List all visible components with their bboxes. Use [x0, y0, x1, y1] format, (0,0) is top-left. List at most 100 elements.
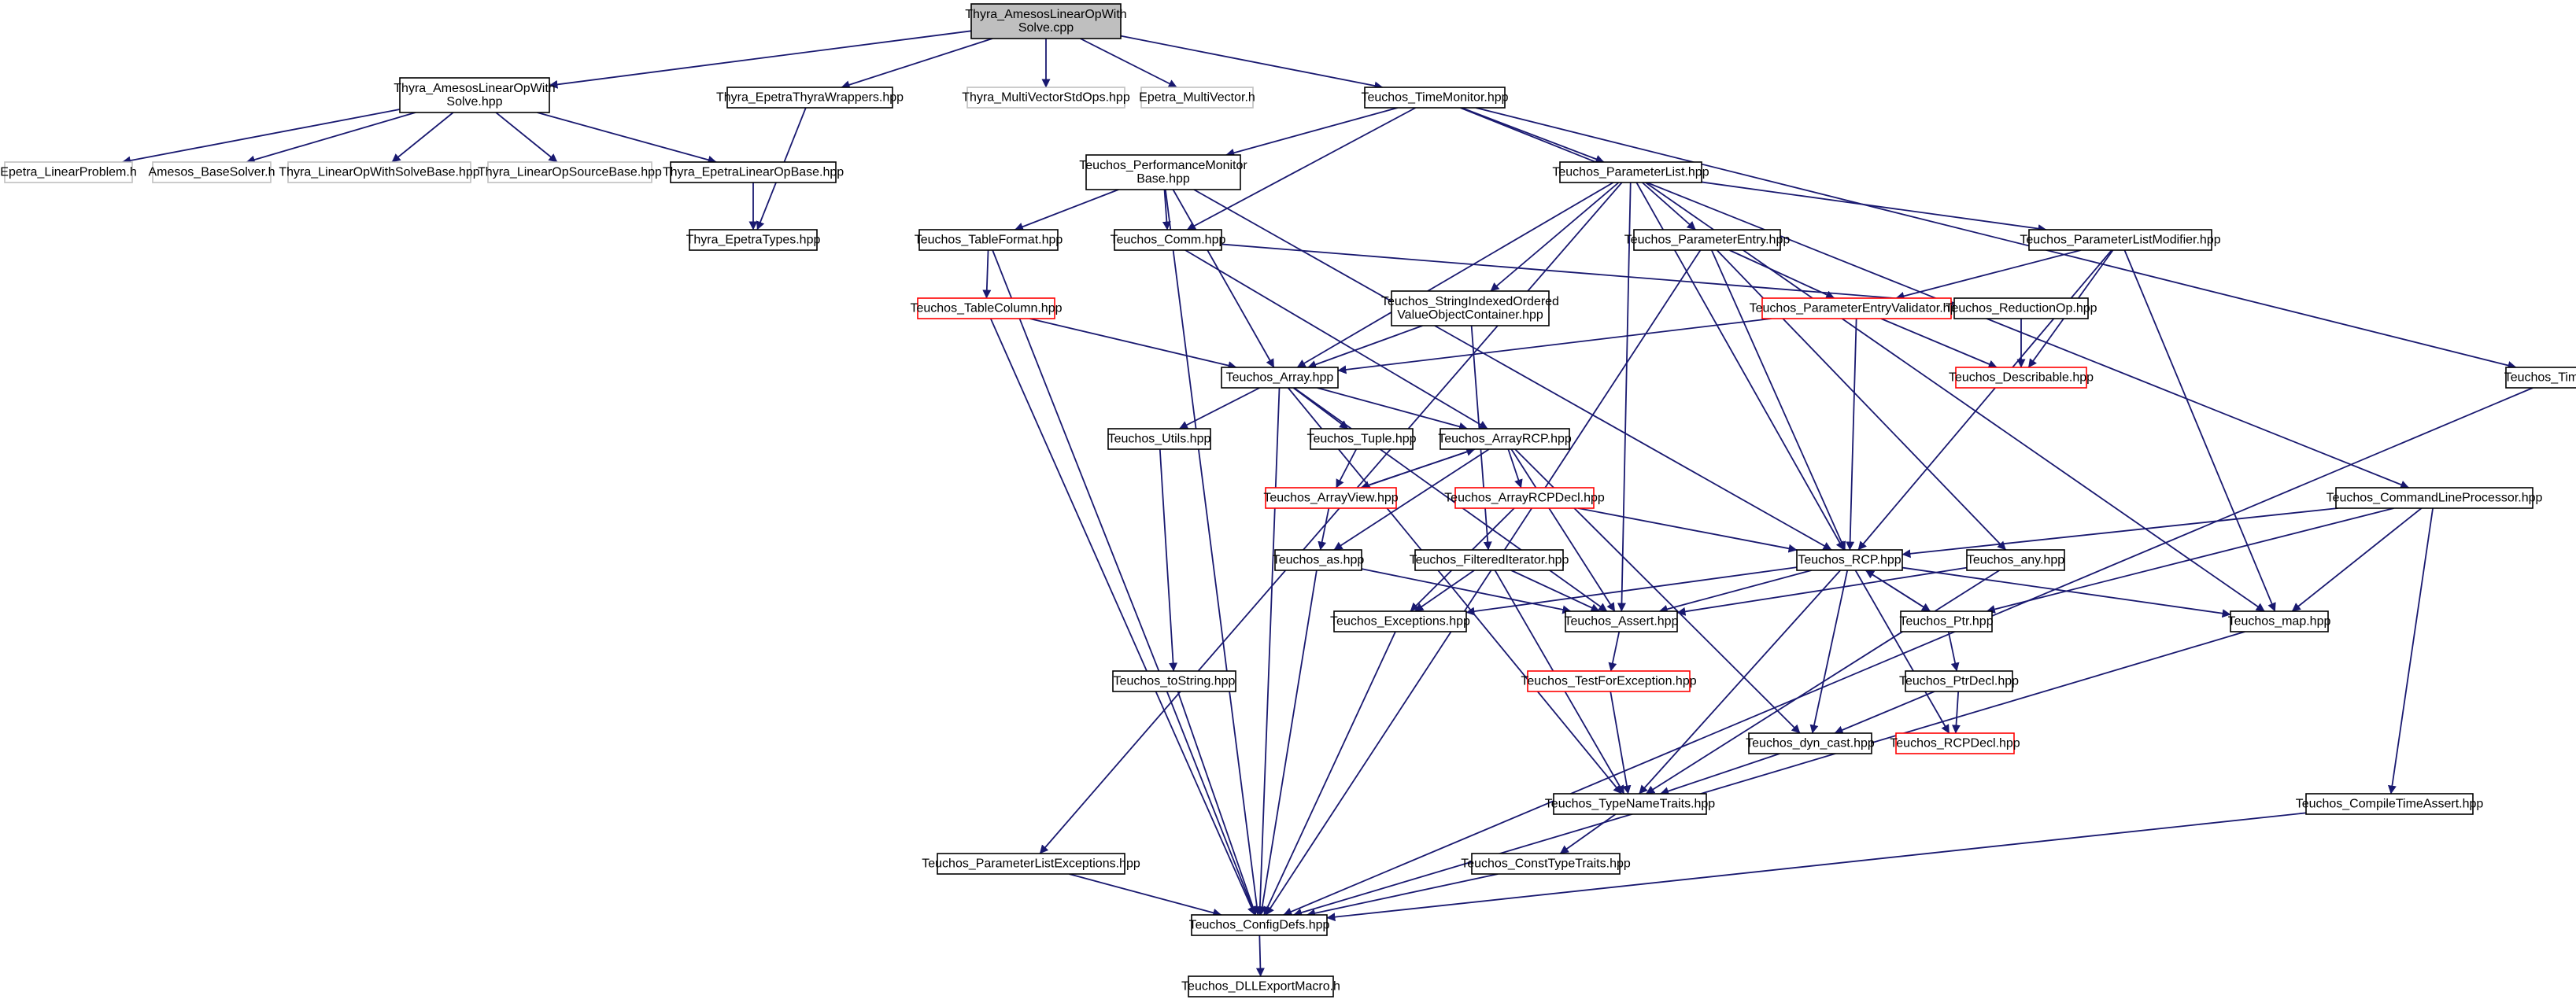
node-label: Teuchos_toString.hpp: [1114, 675, 1236, 688]
node-box: [2505, 367, 2576, 389]
edge-teuchos-parameter-list-to-teuchos-array: [1296, 182, 1614, 368]
node-label: Teuchos_Utils.hpp: [1108, 433, 1211, 446]
edge-teuchos-comm-to-teuchos-reduction-op: [1221, 243, 1955, 307]
node-teuchos-utils[interactable]: Teuchos_Utils.hpp: [1107, 428, 1211, 450]
node-teuchos-array-rcp[interactable]: Teuchos_ArrayRCP.hpp: [1438, 428, 1572, 450]
node-label: Teuchos_Time.hpp: [2504, 371, 2576, 385]
node-label: Teuchos_TableColumn.hpp: [910, 302, 1062, 315]
node-teuchos-param-entry-validator[interactable]: Teuchos_ParameterEntryValidator.hpp: [1750, 297, 1964, 319]
edge-teuchos-perf-monitor-to-teuchos-comm: [1162, 189, 1171, 230]
node-teuchos-parameter-list-exceptions[interactable]: Teuchos_ParameterListExceptions.hpp: [922, 853, 1140, 875]
edge-teuchos-parameter-list-to-teuchos-parameter-list-modifier: [1701, 181, 2047, 234]
node-label: Teuchos_RCPDecl.hpp: [1890, 737, 2020, 750]
node-box: [1895, 732, 2015, 754]
node-box: [2028, 229, 2212, 251]
node-label: Thyra_EpetraLinearOpBase.hpp: [663, 166, 844, 179]
node-label: Teuchos_ArrayRCP.hpp: [1438, 433, 1572, 446]
node-teuchos-rcp[interactable]: Teuchos_RCP.hpp: [1796, 549, 1903, 571]
node-teuchos-as[interactable]: Teuchos_as.hpp: [1273, 549, 1365, 571]
node-teuchos-any[interactable]: Teuchos_any.hpp: [1966, 549, 2065, 571]
node-teuchos-type-name-traits[interactable]: Teuchos_TypeNameTraits.hpp: [1545, 793, 1716, 815]
node-box: [4, 161, 133, 183]
node-teuchos-parameter-list-modifier[interactable]: Teuchos_ParameterListModifier.hpp: [2020, 229, 2221, 251]
node-teuchos-command-line-processor[interactable]: Teuchos_CommandLineProcessor.hpp: [2327, 487, 2543, 509]
node-teuchos-describable[interactable]: Teuchos_Describable.hpp: [1949, 367, 2094, 389]
node-thyra-multi-vector-std-ops[interactable]: Thyra_MultiVectorStdOps.hpp: [962, 87, 1130, 109]
node-label: Teuchos_dyn_cast.hpp: [1746, 737, 1875, 750]
node-teuchos-table-format[interactable]: Teuchos_TableFormat.hpp: [915, 229, 1063, 251]
node-teuchos-parameter-entry[interactable]: Teuchos_ParameterEntry.hpp: [1624, 229, 1791, 251]
node-teuchos-ptr-decl[interactable]: Teuchos_PtrDecl.hpp: [1899, 670, 2019, 692]
edge-teuchos-array-to-teuchos-assert: [1293, 387, 1608, 612]
edge-teuchos-parameter-list-to-teuchos-map: [1645, 182, 2265, 612]
node-box: [1454, 487, 1595, 509]
node-teuchos-rcpdecl[interactable]: Teuchos_RCPDecl.hpp: [1890, 732, 2020, 754]
node-teuchos-dyn-cast[interactable]: Teuchos_dyn_cast.hpp: [1746, 732, 1875, 754]
node-teuchos-tuple[interactable]: Teuchos_Tuple.hpp: [1306, 428, 1417, 450]
node-label: Teuchos_ParameterList.hpp: [1552, 166, 1709, 179]
node-label: Teuchos_map.hpp: [2228, 615, 2331, 629]
node-box: [1440, 428, 1570, 450]
node-teuchos-to-string[interactable]: Teuchos_toString.hpp: [1112, 670, 1236, 692]
node-label: Teuchos_TestForException.hpp: [1521, 675, 1696, 688]
node-teuchos-filtered-iterator[interactable]: Teuchos_FilteredIterator.hpp: [1410, 549, 1569, 571]
node-thyra-linear-op-source-base[interactable]: Thyra_LinearOpSourceBase.hpp: [478, 161, 662, 183]
node-box: [1114, 229, 1222, 251]
node-box: [399, 77, 550, 113]
node-teuchos-string-indexed[interactable]: Teuchos_StringIndexedOrderedValueObjectC…: [1381, 290, 1559, 326]
edge-teuchos-rcp-to-teuchos-exceptions: [1465, 566, 1798, 616]
node-teuchos-time[interactable]: Teuchos_Time.hpp: [2504, 367, 2576, 389]
node-teuchos-map[interactable]: Teuchos_map.hpp: [2228, 610, 2331, 632]
node-thyra-linear-op-with-solve-base[interactable]: Thyra_LinearOpWithSolveBase.hpp: [279, 161, 480, 183]
node-teuchos-array-view[interactable]: Teuchos_ArrayView.hpp: [1263, 487, 1399, 509]
node-box: [918, 229, 1059, 251]
node-teuchos-config-defs[interactable]: Teuchos_ConfigDefs.hpp: [1189, 914, 1330, 936]
node-box: [1188, 975, 1334, 997]
node-thyra-epetra-types[interactable]: Thyra_EpetraTypes.hpp: [686, 229, 821, 251]
node-teuchos-assert[interactable]: Teuchos_Assert.hpp: [1565, 610, 1679, 632]
node-teuchos-table-column[interactable]: Teuchos_TableColumn.hpp: [910, 297, 1063, 319]
node-teuchos-exceptions[interactable]: Teuchos_Exceptions.hpp: [1330, 610, 1470, 632]
node-teuchos-comm[interactable]: Teuchos_Comm.hpp: [1111, 229, 1226, 251]
node-box: [1333, 610, 1467, 632]
node-label: Teuchos_FilteredIterator.hpp: [1410, 554, 1569, 567]
node-amesos-base-solver[interactable]: Amesos_BaseSolver.h: [149, 161, 275, 183]
edge-teuchos-filtered-iterator-to-teuchos-assert: [1510, 570, 1600, 612]
edge-teuchos-time-monitor-to-teuchos-time: [1475, 107, 2517, 370]
node-thyra-epetra-thyra-wrappers[interactable]: Thyra_EpetraThyraWrappers.hpp: [716, 87, 904, 109]
node-teuchos-test-for-exception[interactable]: Teuchos_TestForException.hpp: [1521, 670, 1697, 692]
node-epetra-multi-vector[interactable]: Epetra_MultiVector.h: [1139, 87, 1255, 109]
node-label: Thyra_AmesosLinearOpWith: [394, 82, 555, 95]
node-teuchos-reduction-op[interactable]: Teuchos_ReductionOp.hpp: [1945, 297, 2097, 319]
node-teuchos-array-rcpdecl[interactable]: Teuchos_ArrayRCPDecl.hpp: [1444, 487, 1605, 509]
node-box: [1191, 914, 1328, 936]
node-label: Teuchos_PtrDecl.hpp: [1899, 675, 2019, 688]
edge-teuchos-time-monitor-to-teuchos-comm: [1186, 107, 1417, 230]
node-teuchos-compile-time-assert[interactable]: Teuchos_CompileTimeAssert.hpp: [2296, 793, 2484, 815]
node-label: Teuchos_ConfigDefs.hpp: [1189, 919, 1330, 932]
node-box: [1107, 428, 1211, 450]
node-box: [487, 161, 652, 183]
node-label: Epetra_LinearProblem.h: [0, 166, 136, 179]
edge-root-to-thyra-epetra-thyra-wrappers: [841, 38, 993, 90]
node-label: Thyra_MultiVectorStdOps.hpp: [962, 91, 1130, 105]
node-label: Teuchos_Assert.hpp: [1565, 615, 1679, 629]
node-teuchos-parameter-list[interactable]: Teuchos_ParameterList.hpp: [1552, 161, 1709, 183]
node-epetra-linear-problem[interactable]: Epetra_LinearProblem.h: [0, 161, 137, 183]
node-teuchos-dllexport-macro[interactable]: Teuchos_DLLExportMacro.h: [1181, 975, 1340, 997]
node-teuchos-const-type-traits[interactable]: Teuchos_ConstTypeTraits.hpp: [1461, 853, 1631, 875]
node-box: [1748, 732, 1872, 754]
node-box: [917, 297, 1055, 319]
node-thyra-epetra-linear-op-base[interactable]: Thyra_EpetraLinearOpBase.hpp: [663, 161, 844, 183]
node-teuchos-ptr[interactable]: Teuchos_Ptr.hpp: [1899, 610, 1994, 632]
node-label: Teuchos_ParameterEntry.hpp: [1624, 234, 1791, 247]
edge-teuchos-filtered-iterator-to-teuchos-exceptions: [1414, 570, 1475, 612]
node-teuchos-array[interactable]: Teuchos_Array.hpp: [1221, 367, 1339, 389]
node-label: Teuchos_ArrayView.hpp: [1263, 492, 1398, 505]
node-box: [1471, 853, 1621, 875]
node-teuchos-time-monitor[interactable]: Teuchos_TimeMonitor.hpp: [1361, 87, 1509, 109]
edge-teuchos-parameter-list-modifier-to-teuchos-param-entry-validator: [1895, 249, 2082, 301]
